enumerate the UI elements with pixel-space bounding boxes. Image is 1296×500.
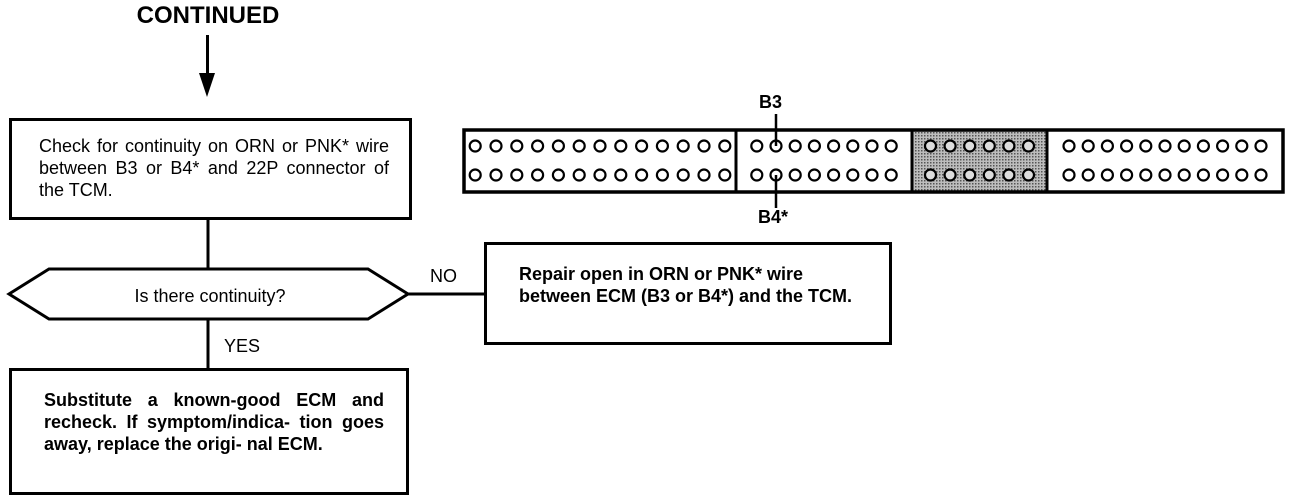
connector-pin <box>807 168 822 182</box>
connector-pin <box>884 168 898 182</box>
connector-pin <box>846 168 860 182</box>
connector-pin <box>697 168 711 182</box>
connector-pin <box>510 168 524 182</box>
connector-pin <box>1021 168 1036 182</box>
connector-pin <box>1235 168 1249 182</box>
connector-pin <box>655 168 670 182</box>
connector-pin <box>1177 139 1191 153</box>
connector-pin <box>718 139 732 153</box>
connector-pin <box>1215 168 1230 182</box>
connector-pin <box>697 139 711 153</box>
connector-pin <box>826 168 841 182</box>
connector-pin <box>1002 139 1016 153</box>
connector-pin <box>489 139 503 153</box>
connector-pin <box>1119 168 1134 182</box>
connector-pin <box>718 168 732 182</box>
connector-pin <box>865 168 879 182</box>
connector-pin <box>963 168 977 182</box>
connector-pin <box>807 139 822 153</box>
connector-pin <box>593 168 607 182</box>
connector-pin <box>1254 168 1268 182</box>
connector-pin <box>676 139 690 153</box>
connector-pin <box>1081 168 1095 182</box>
connector-pin <box>614 139 628 153</box>
connector-pin <box>572 139 586 153</box>
connector-pin <box>634 139 649 153</box>
yes-branch-label: YES <box>224 336 261 356</box>
connector-pin <box>769 168 783 182</box>
pin-label-b4: B4* <box>758 207 789 227</box>
connector-pin <box>468 139 482 153</box>
page-title: CONTINUED <box>136 2 280 29</box>
pin-label-b3: B3 <box>759 92 783 112</box>
connector-pin <box>530 168 545 182</box>
no-branch-label: NO <box>430 266 457 286</box>
substitute-ecm-step: Substitute a known-good ECM and recheck.… <box>9 368 409 495</box>
connector-pin <box>1196 168 1211 182</box>
connector-pin <box>750 139 764 153</box>
connector-pin <box>1002 168 1016 182</box>
connector-pin <box>963 139 977 153</box>
connector-pin <box>750 168 764 182</box>
check-step-text: Check for continuity on ORN or PNK* wire… <box>39 136 389 200</box>
repair-open-step: Repair open in ORN or PNK* wire between … <box>484 242 892 345</box>
repair-step-text: Repair open in ORN or PNK* wire between … <box>519 264 853 306</box>
connector-pin <box>593 139 607 153</box>
connector-pin <box>982 168 996 182</box>
connector-pin <box>510 139 524 153</box>
connector-pin <box>655 139 670 153</box>
connector-pin <box>530 139 545 153</box>
connector-pin <box>634 168 649 182</box>
check-continuity-step: Check for continuity on ORN or PNK* wire… <box>9 118 412 220</box>
connector-pin <box>676 168 690 182</box>
connector-pin <box>1139 139 1153 153</box>
connector-pin <box>1119 139 1134 153</box>
decision-question: Is there continuity? <box>134 286 286 306</box>
connector-outline <box>462 128 1285 194</box>
connector-pin <box>1254 139 1268 153</box>
connector-pin <box>489 168 503 182</box>
connector-pin <box>826 139 841 153</box>
connector-pin <box>1196 139 1211 153</box>
connector-pin <box>551 139 566 153</box>
connector-pin <box>788 168 802 182</box>
connector-pin <box>1215 139 1230 153</box>
connector-pin <box>1158 168 1172 182</box>
connector-pin <box>468 168 482 182</box>
connector-pin <box>943 139 957 153</box>
connector-pin <box>1235 139 1249 153</box>
ecm-connector-diagram <box>462 114 1285 208</box>
connector-pin <box>1177 168 1191 182</box>
shaded-section <box>912 130 1047 192</box>
connector-pin <box>1062 168 1076 182</box>
connector-pin <box>846 139 860 153</box>
connector-pin <box>614 168 628 182</box>
flow-connector-line <box>206 35 209 85</box>
connector-pin <box>982 139 996 153</box>
connector-pin <box>943 168 957 182</box>
connector-pin <box>865 139 879 153</box>
connector-pin <box>1100 168 1115 182</box>
substitute-step-text: Substitute a known-good ECM and recheck.… <box>44 390 384 454</box>
connector-pin <box>1139 168 1153 182</box>
connector-pin <box>923 168 938 182</box>
connector-pin <box>1021 139 1036 153</box>
connector-pin <box>923 139 938 153</box>
connector-pin <box>788 139 802 153</box>
connector-pin <box>1158 139 1172 153</box>
connector-pin <box>551 168 566 182</box>
connector-pin <box>1062 139 1076 153</box>
connector-pin <box>769 139 783 153</box>
connector-pin <box>572 168 586 182</box>
connector-pin <box>884 139 898 153</box>
connector-pin <box>1100 139 1115 153</box>
connector-pin <box>1081 139 1095 153</box>
